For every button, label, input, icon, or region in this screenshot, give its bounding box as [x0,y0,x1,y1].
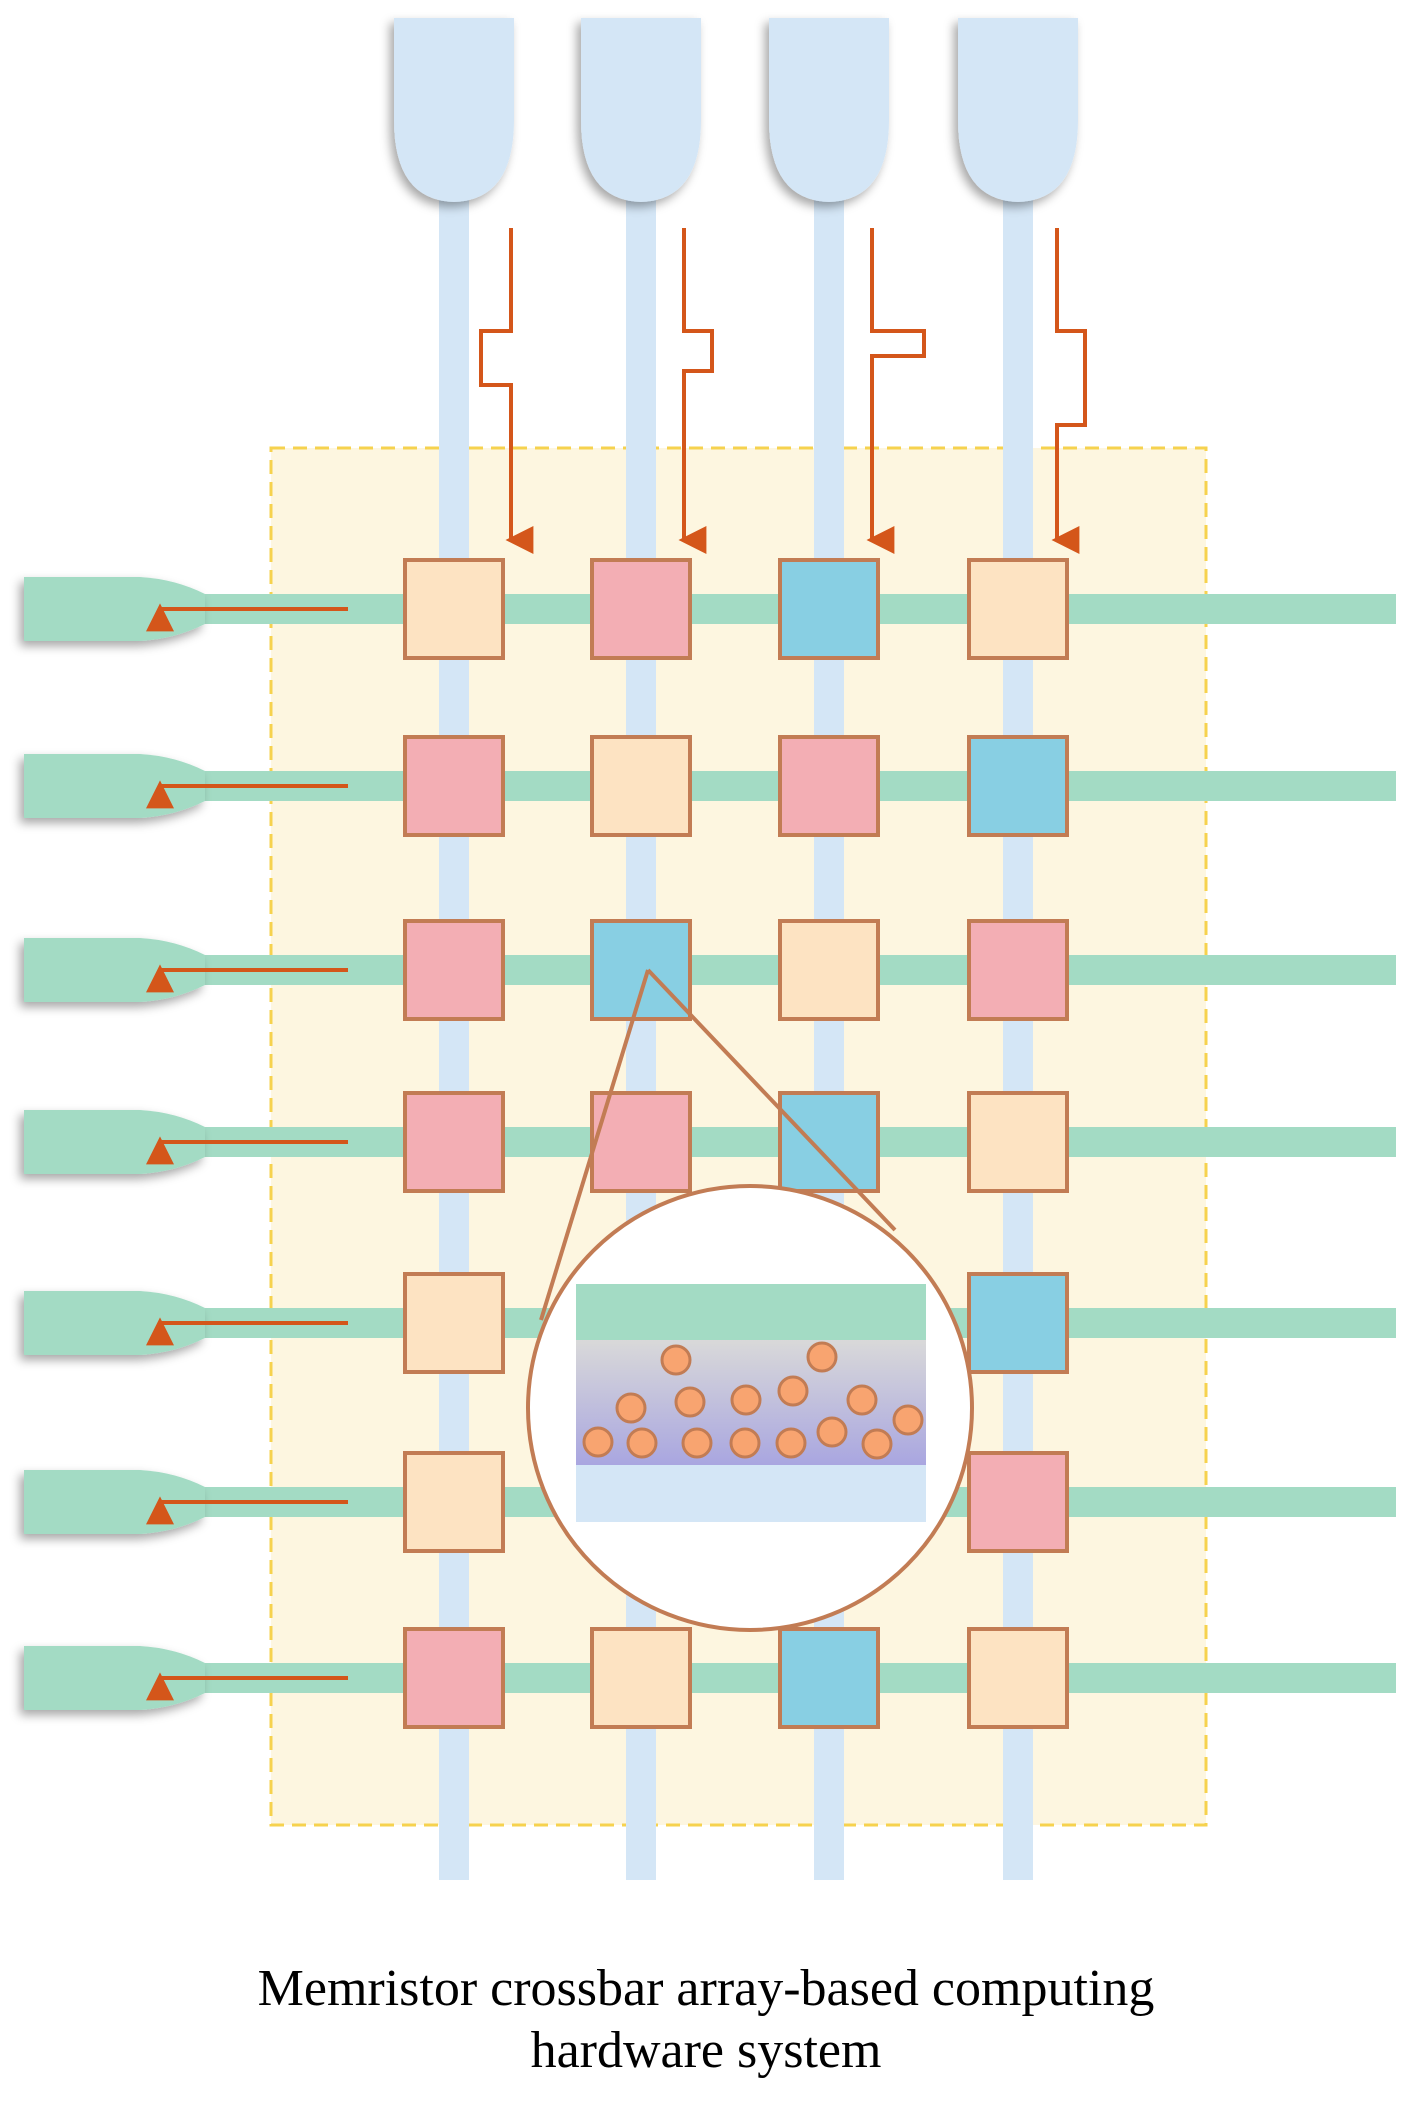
zoom-bottom-electrode [576,1465,926,1522]
memristor-cell-r1-c1 [403,558,505,660]
memristor-cell-r4-c2 [590,1091,692,1193]
zoom-particle-14 [861,1428,893,1460]
zoom-particle-9 [626,1427,658,1459]
zoom-callout-line-left [539,969,650,1321]
memristor-cell-r2-c1 [403,735,505,837]
zoom-particle-13 [816,1416,848,1448]
memristor-cell-r5-c1 [403,1272,505,1374]
memristor-cell-r6-c4 [967,1451,1069,1553]
figure-caption: Memristor crossbar array-based computing… [0,1958,1412,2082]
memristor-cell-r3-c4 [967,919,1069,1021]
memristor-cell-r7-c4 [967,1627,1069,1729]
top-electrode-pad-1 [394,18,514,202]
zoom-particle-5 [730,1384,762,1416]
column-line-4 [1003,190,1033,1880]
memristor-cell-r4-c3 [778,1091,880,1193]
top-electrode-pad-4 [958,18,1078,202]
zoom-inset [526,968,974,1632]
top-electrode-pad-3 [769,18,889,202]
zoom-particle-6 [777,1375,809,1407]
zoom-particle-2 [806,1341,838,1373]
memristor-cell-r4-c1 [403,1091,505,1193]
input-pulse-arrows [479,228,1087,554]
output-current-arrows [146,603,348,1701]
column-line-3 [814,190,844,1880]
zoom-particle-12 [775,1427,807,1459]
memristor-cell-r2-c4 [967,735,1069,837]
memristor-crossbar-diagram [24,18,1396,1880]
memristor-cell-r6-c1 [403,1451,505,1553]
top-electrode-pad-2 [581,18,701,202]
memristor-cell-r7-c2 [590,1627,692,1729]
memristor-cell-r3-c1 [403,919,505,1021]
zoom-top-electrode [576,1284,926,1340]
caption-line-2: hardware system [530,2022,882,2079]
memristor-cell-r4-c4 [967,1091,1069,1193]
top-electrode-pads [394,18,1078,202]
zoom-particle-8 [582,1426,614,1458]
memristor-cell-r3-c3 [778,919,880,1021]
memristor-cell-r1-c4 [967,558,1069,660]
zoom-callout-line-right [646,968,897,1232]
memristor-cell-r3-c2 [590,919,692,1021]
column-line-2 [626,190,656,1880]
zoom-particle-7 [846,1384,878,1416]
zoom-particle-3 [615,1392,647,1424]
memristor-cell-r7-c3 [778,1627,880,1729]
input-pulse-arrow-4 [1051,228,1087,554]
memristor-cell-r5-c4 [967,1272,1069,1374]
zoom-particle-4 [674,1386,706,1418]
zoom-particle-10 [681,1427,713,1459]
memristor-cell-r1-c3 [778,558,880,660]
memristor-cell-r7-c1 [403,1627,505,1729]
memristor-cell-r2-c3 [778,735,880,837]
zoom-particle-1 [660,1344,692,1376]
zoom-contents [576,1284,926,1522]
column-line-1 [439,190,469,1880]
memristor-cell-r2-c2 [590,735,692,837]
zoom-particle-11 [729,1427,761,1459]
input-pulse-arrow-3 [866,228,926,554]
input-pulse-arrow-1 [479,228,534,554]
zoom-particle-15 [892,1404,924,1436]
input-pulse-arrow-2 [678,228,714,554]
memristor-cell-r1-c2 [590,558,692,660]
caption-line-1: Memristor crossbar array-based computing [257,1960,1155,2017]
